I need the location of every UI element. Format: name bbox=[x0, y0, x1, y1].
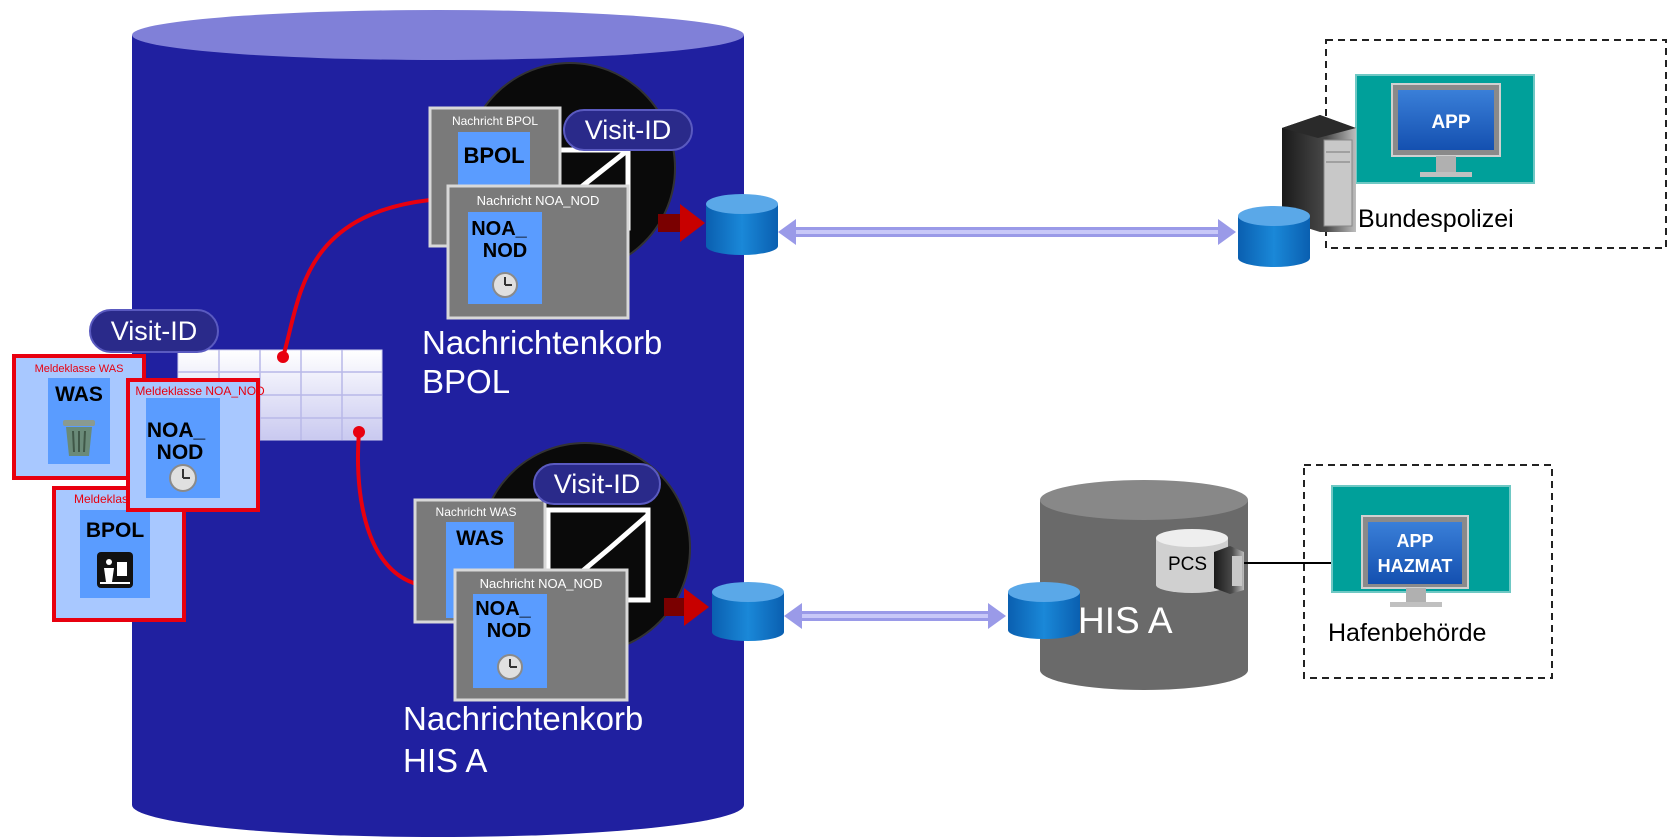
clock-icon bbox=[492, 272, 518, 298]
red-arrow-his bbox=[664, 588, 709, 626]
visit-id-badge-bpol: Visit-ID bbox=[563, 109, 693, 151]
passport-control-icon bbox=[97, 552, 133, 588]
class-card-noa-nod[interactable]: Meldeklasse NOA_NOD NOA_ NOD bbox=[126, 378, 265, 512]
svg-text:Nachricht BPOL: Nachricht BPOL bbox=[452, 114, 538, 128]
route-to-bpol bbox=[281, 198, 431, 358]
svg-text:APP: APP bbox=[1396, 531, 1433, 551]
svg-text:HAZMAT: HAZMAT bbox=[1378, 556, 1453, 576]
svg-text:WAS: WAS bbox=[55, 383, 103, 406]
class-card-was[interactable]: Meldeklasse WAS WAS bbox=[12, 354, 146, 480]
message-card-noa-nod-his[interactable]: Nachricht NOA_NOD NOA_ NOD bbox=[453, 568, 629, 702]
trash-can-icon bbox=[63, 420, 95, 456]
svg-text:WAS: WAS bbox=[456, 527, 504, 550]
bundespolizei-label: Bundespolizei bbox=[1358, 205, 1514, 233]
basket-his-title-line1: Nachrichtenkorb bbox=[403, 700, 643, 737]
connector-bpol bbox=[778, 219, 1236, 245]
bundespolizei-boundary bbox=[1325, 39, 1667, 249]
route-his-dot bbox=[353, 426, 365, 438]
svg-text:NOD: NOD bbox=[157, 441, 204, 464]
server-icon bbox=[1282, 115, 1356, 232]
visit-id-badge-left: Visit-ID bbox=[89, 309, 219, 353]
basket-his-title-line2: HIS A bbox=[403, 742, 487, 779]
basket-bpol-title-line2: BPOL bbox=[422, 363, 510, 400]
svg-text:BPOL: BPOL bbox=[86, 519, 145, 542]
svg-text:NOA_: NOA_ bbox=[471, 218, 527, 240]
svg-text:APP: APP bbox=[1431, 112, 1470, 133]
pcs-node: PCS bbox=[1156, 529, 1244, 594]
message-card-noa-nod-bpol[interactable]: Nachricht NOA_NOD NOA_ NOD bbox=[446, 184, 630, 320]
svg-text:Meldeklasse WAS: Meldeklasse WAS bbox=[35, 363, 124, 375]
svg-text:NOD: NOD bbox=[483, 240, 527, 262]
his-a-label: HIS A bbox=[1078, 600, 1173, 641]
visit-id-badge-his: Visit-ID bbox=[533, 463, 661, 505]
route-bpol-dot bbox=[277, 351, 289, 363]
mini-database-bpol-basket bbox=[706, 194, 778, 255]
svg-text:Nachricht NOA_NOD: Nachricht NOA_NOD bbox=[477, 193, 600, 208]
hafenbehoerde-label: Hafenbehörde bbox=[1328, 619, 1486, 647]
bundespolizei-monitor: APP bbox=[1355, 74, 1535, 184]
hafenbehoerde-boundary bbox=[1303, 464, 1553, 679]
svg-text:NOA_: NOA_ bbox=[475, 598, 531, 620]
clock-icon bbox=[169, 464, 197, 492]
svg-text:NOD: NOD bbox=[487, 620, 531, 642]
svg-text:Visit-ID: Visit-ID bbox=[585, 115, 672, 145]
svg-text:PCS: PCS bbox=[1168, 554, 1207, 575]
svg-text:Visit-ID: Visit-ID bbox=[554, 469, 641, 499]
hafenbehoerde-monitor: APP HAZMAT bbox=[1331, 485, 1511, 607]
svg-text:Meldeklasse NOA_NOD: Meldeklasse NOA_NOD bbox=[135, 384, 265, 398]
mini-database-his-basket bbox=[712, 582, 784, 641]
svg-text:Visit-ID: Visit-ID bbox=[111, 316, 198, 346]
svg-text:Nachricht NOA_NOD: Nachricht NOA_NOD bbox=[480, 576, 603, 591]
clock-icon bbox=[497, 654, 523, 680]
mini-database-his-a bbox=[1008, 582, 1080, 639]
basket-bpol-title-line1: Nachrichtenkorb bbox=[422, 324, 662, 361]
svg-text:Nachricht WAS: Nachricht WAS bbox=[436, 505, 517, 519]
svg-text:BPOL: BPOL bbox=[463, 143, 524, 168]
route-to-his bbox=[355, 431, 421, 587]
mini-database-bundespolizei bbox=[1238, 206, 1310, 267]
connector-his bbox=[784, 603, 1006, 629]
svg-text:NOA_: NOA_ bbox=[147, 419, 206, 442]
red-arrow-bpol bbox=[658, 204, 705, 242]
